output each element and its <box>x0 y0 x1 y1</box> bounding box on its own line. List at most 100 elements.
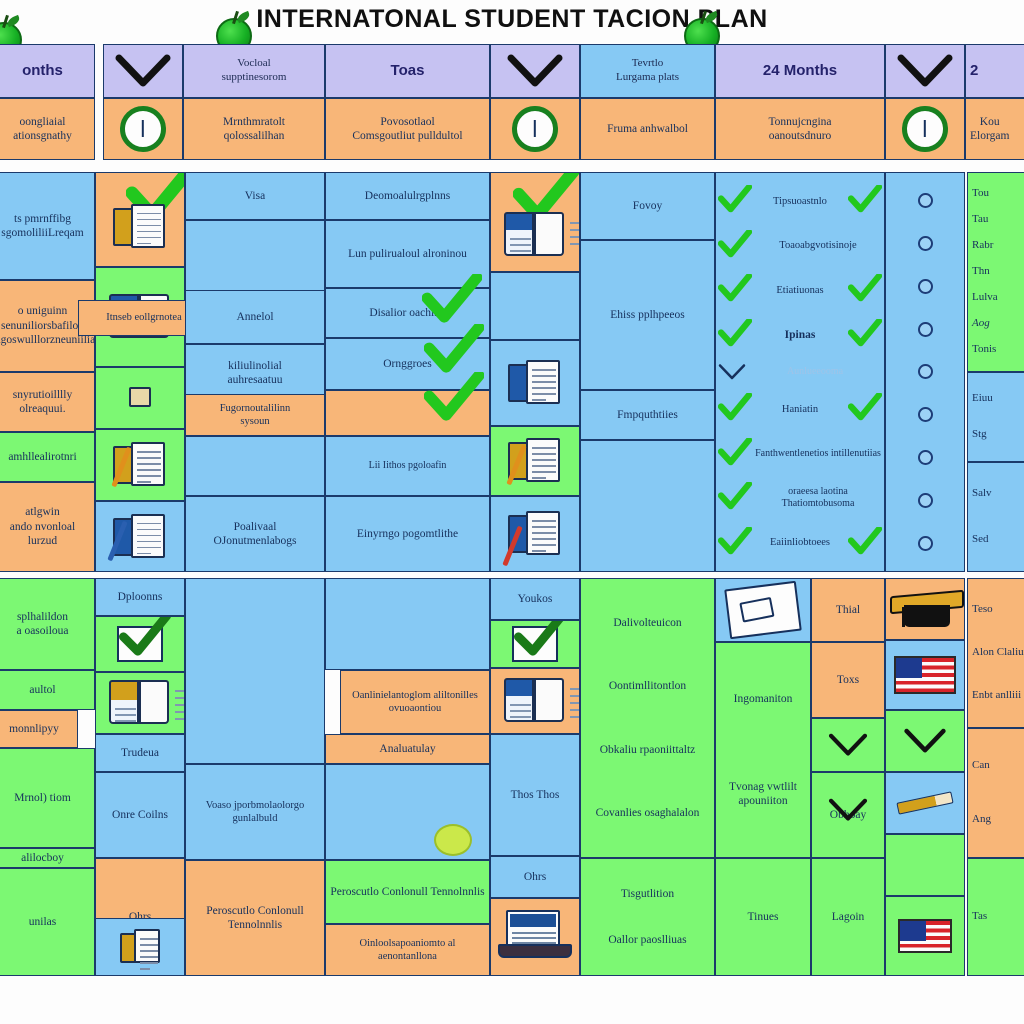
body-cell <box>580 440 715 572</box>
bullet-badge-icon <box>917 493 933 509</box>
body-cell: Disalior oaching <box>325 288 490 338</box>
clock-icon <box>120 106 166 152</box>
header-chevron-1[interactable] <box>103 44 183 98</box>
body-icon-cell <box>490 172 580 272</box>
right-col-item: Enbt anlliii <box>972 688 1022 701</box>
lower-cell: Peroscutlo Conlonull Tennolnnlis <box>185 860 325 976</box>
checklist-label: Toaoabgvotisinoje <box>779 240 857 252</box>
lower-icon-cell <box>95 672 185 734</box>
header-clock-3 <box>885 98 965 160</box>
right-col-item: Salv <box>972 487 992 500</box>
green-check-icon <box>847 317 883 351</box>
lower-cell: Ohrs <box>490 856 580 898</box>
lower-cell <box>325 578 490 670</box>
body-cell: amhllealirotnri <box>0 432 95 482</box>
lower-cell: splhalildon a oasoiloua <box>0 578 95 670</box>
lower-icon-cell <box>490 620 580 668</box>
header-chevron-3[interactable] <box>885 44 965 98</box>
green-check-icon <box>847 272 883 306</box>
document-icon <box>129 387 151 409</box>
bullet-badge-icon <box>917 407 933 423</box>
body-icon-cell <box>490 272 580 340</box>
green-check-icon <box>847 391 883 425</box>
right-col-item: Can <box>972 759 990 772</box>
bullet-badge-icon <box>917 278 933 294</box>
lower-cell: Dploonns <box>95 578 185 616</box>
laptop-icon <box>498 910 572 964</box>
lower-list-item: Tvonag vwtlilt apouniiton <box>728 780 798 807</box>
green-check-icon <box>717 525 753 559</box>
lower-cell: Oanlinielantoglom aliltonilles ovuoaonti… <box>340 670 490 734</box>
lower-list-column: Dalivolteuicon Oontimllitontlon Obkaliu … <box>580 578 715 858</box>
lower-cell: monnlipyy <box>0 710 78 748</box>
chevron-down-icon <box>115 54 171 88</box>
lower-cell: Analuatulay <box>325 734 490 764</box>
lower-right-column-orange: Teso Alon Claliun Enbt anlliii <box>967 578 1024 728</box>
graduation-cap-icon <box>890 587 964 631</box>
lower-icon-cell <box>715 578 811 642</box>
page-title: INTERNATONAL STUDENT TACION PLAN <box>256 5 768 33</box>
body-cell: Annelol <box>185 290 325 344</box>
document-icon <box>113 203 167 250</box>
body-icon-cell <box>490 426 580 496</box>
header-cell-24-months: 24 Months <box>715 44 885 98</box>
bullet-badge-icon <box>917 364 933 380</box>
right-col-item: Sed <box>972 533 989 546</box>
lower-cell: Voaso jporbmolaolorgo gunlalbuld <box>185 764 325 860</box>
checklist-label: Eaiinliobtoees <box>769 537 831 549</box>
body-cell: ts pmrnffibg sgomoliliiLreqam <box>0 172 95 280</box>
header-clock-2 <box>490 98 580 160</box>
checklist-label: oraeesa laotina Thatiomtobusoma <box>781 485 855 510</box>
chevron-down-icon <box>718 363 746 381</box>
lower-chevron-cell[interactable] <box>811 718 885 772</box>
checkbox-checked-icon[interactable] <box>117 617 171 662</box>
envelope-icon <box>724 580 802 640</box>
body-cell: Fovoy <box>580 172 715 240</box>
lower-list-item: Tisgutlition <box>620 887 675 900</box>
lower-cell <box>185 578 325 764</box>
green-check-icon <box>717 436 753 470</box>
right-col-item: Tau <box>972 213 989 226</box>
bullet-badge-icon <box>917 450 933 466</box>
lower-icon-cell <box>885 772 965 834</box>
lower-cell <box>325 764 490 860</box>
lower-cell: Lagoin <box>811 858 885 976</box>
bullet-badge-icon <box>917 535 933 551</box>
lower-cell: Obhoay <box>811 772 885 858</box>
body-cell: Fugornoutalilinn sysoun <box>185 394 325 436</box>
lower-list-item: Ingomaniton <box>733 692 793 705</box>
lower-icon-cell <box>95 918 185 976</box>
body-checklist-column: Tipsuoastnlo Toaoabgvotisinoje Etiatiuon… <box>715 172 885 572</box>
body-cell: Poalivaal OJonutmenlabogs <box>185 496 325 572</box>
body-cell: Ehiss pplhpeeos <box>580 240 715 390</box>
body-cell: Deomoalulrgplnns <box>325 172 490 220</box>
lower-right-column-green: Tas <box>967 858 1024 976</box>
lower-icon-cell <box>885 640 965 710</box>
checkbox-checked-icon[interactable] <box>512 621 564 662</box>
lower-chevron-cell[interactable] <box>885 710 965 772</box>
header-chevron-2[interactable] <box>490 44 580 98</box>
lower-list-item: Obkaliu rpaoniittaltz <box>599 743 696 756</box>
lower-cell: Peroscutlo Conlonull Tennolnnlis <box>325 860 490 924</box>
header-cell-toas: Toas <box>325 44 490 98</box>
open-book-icon <box>109 680 184 726</box>
header-sub-cell-6: Kou Elorgam <box>965 98 1024 160</box>
lower-icon-cell <box>490 668 580 734</box>
lower-cell: unilas <box>0 868 95 976</box>
body-right-column-blue-1: Eiuu Stg <box>967 372 1024 462</box>
checklist-label: Etiatiuonas <box>776 284 824 296</box>
green-check-icon <box>717 272 753 306</box>
body-icon-cell <box>490 496 580 572</box>
us-flag-icon <box>894 656 956 694</box>
bullet-badge-icon <box>917 192 933 208</box>
header-cell-program: Tevrtlo Lurgama plats <box>580 44 715 98</box>
bullet-badge-icon <box>917 235 933 251</box>
document-icon <box>502 511 562 567</box>
right-col-item: Lulva <box>972 291 998 304</box>
green-check-icon <box>717 183 753 217</box>
checklist-label: Ipinas <box>784 328 816 341</box>
document-icon <box>107 513 167 561</box>
document-icon <box>506 438 562 486</box>
lower-cell: Tinues <box>715 858 811 976</box>
